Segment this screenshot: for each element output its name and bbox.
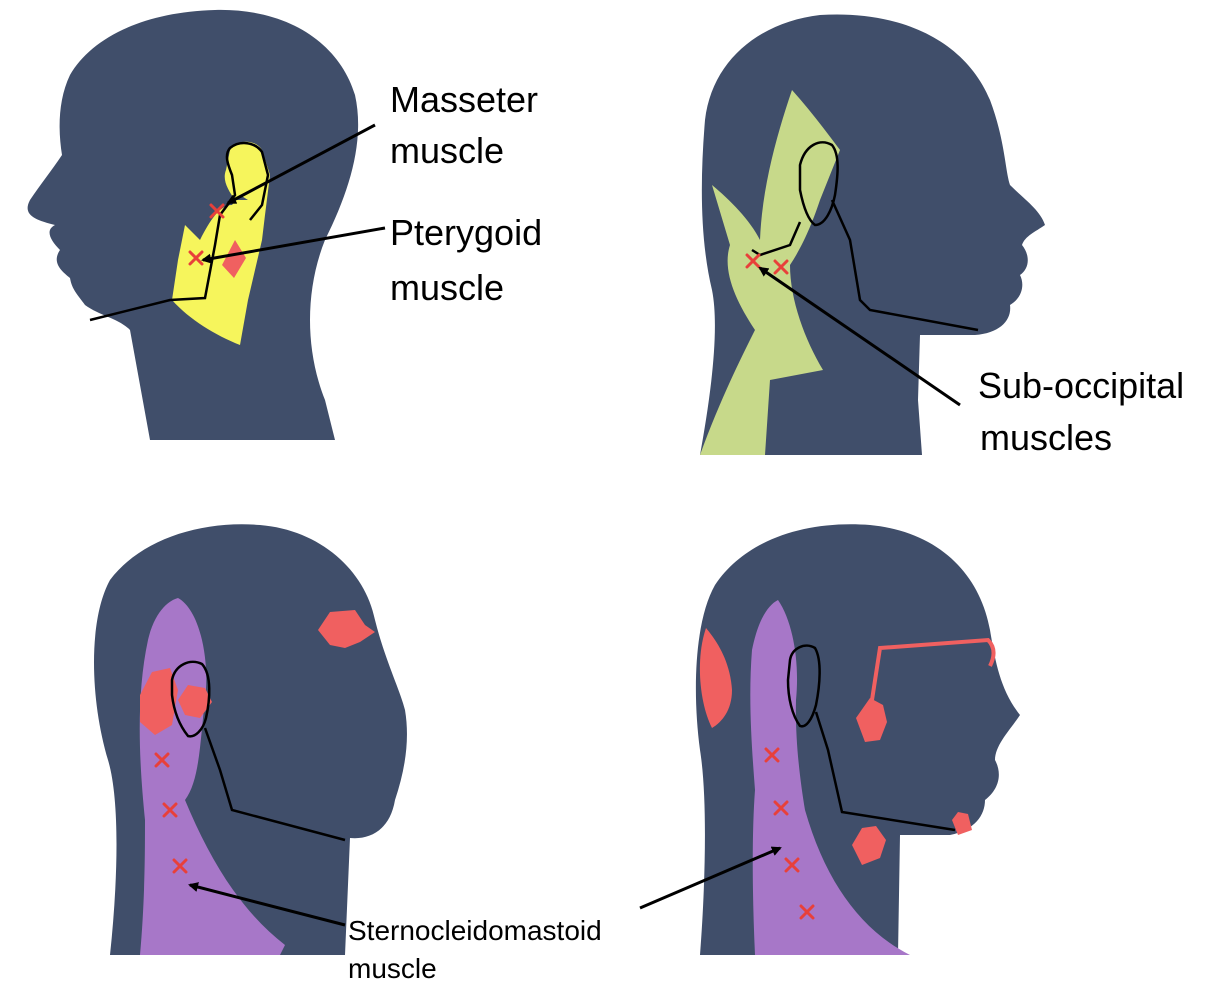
head-silhouette bbox=[696, 524, 1020, 955]
suboccipital-label-line2: muscles bbox=[980, 417, 1112, 458]
panel-sternocleidomastoid-right bbox=[640, 524, 1020, 955]
panel-suboccipital: Sub-occipital muscles bbox=[700, 14, 1184, 458]
masseter-label: Masseter bbox=[390, 79, 538, 120]
head-silhouette bbox=[28, 10, 359, 440]
suboccipital-label: Sub-occipital bbox=[978, 365, 1184, 406]
sternocleidomastoid-label-line2: muscle bbox=[348, 953, 437, 983]
masseter-label-line2: muscle bbox=[390, 130, 504, 171]
sternocleidomastoid-label: Sternocleidomastoid bbox=[348, 915, 602, 946]
panel-sternocleidomastoid-left bbox=[94, 524, 407, 955]
pterygoid-label-line2: muscle bbox=[390, 267, 504, 308]
pterygoid-label: Pterygoid bbox=[390, 212, 542, 253]
panel-masseter: Masseter muscle Pterygoid muscle bbox=[28, 10, 542, 440]
